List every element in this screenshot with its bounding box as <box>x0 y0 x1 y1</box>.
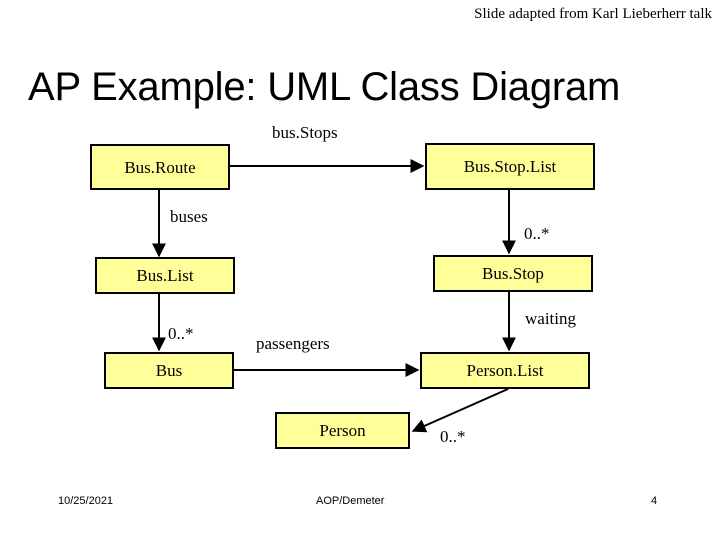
page-title: AP Example: UML Class Diagram <box>28 64 621 109</box>
edge-label-personlist-multiplicity: 0..* <box>440 427 466 446</box>
class-node-label: Bus <box>155 361 183 380</box>
edge-personlist-person <box>411 388 509 433</box>
class-node-busstoplist[interactable]: Bus.Stop.List <box>425 143 595 190</box>
class-node-person[interactable]: Person <box>275 412 410 449</box>
class-node-buslist[interactable]: Bus.List <box>95 257 235 294</box>
class-node-label: Bus.List <box>136 266 194 285</box>
class-node-label: Bus.Stop.List <box>463 157 557 176</box>
footer-date: 10/25/2021 <box>58 495 114 507</box>
class-node-busstop[interactable]: Bus.Stop <box>433 255 593 292</box>
class-node-busroute[interactable]: Bus.Route <box>90 144 230 190</box>
class-node-bus[interactable]: Bus <box>104 352 234 389</box>
footer-center-text: AOP/Demeter <box>316 495 385 507</box>
edge-label-buses: buses <box>170 207 208 226</box>
class-node-label: Bus.Stop <box>482 264 544 283</box>
slide-credit: Slide adapted from Karl Lieberherr talk <box>474 6 712 22</box>
edge-label-buslist-multiplicity: 0..* <box>168 324 194 343</box>
footer-page-number: 4 <box>651 495 658 507</box>
edge-label-passengers: passengers <box>256 334 330 353</box>
edge-label-busstoplist-multiplicity: 0..* <box>524 224 550 243</box>
edge-label-busstops: bus.Stops <box>272 123 338 142</box>
class-node-personlist[interactable]: Person.List <box>420 352 590 389</box>
class-node-label: Person.List <box>466 361 544 380</box>
class-node-label: Person <box>319 421 366 440</box>
edge-label-waiting: waiting <box>525 309 576 328</box>
class-node-label: Bus.Route <box>124 157 196 177</box>
